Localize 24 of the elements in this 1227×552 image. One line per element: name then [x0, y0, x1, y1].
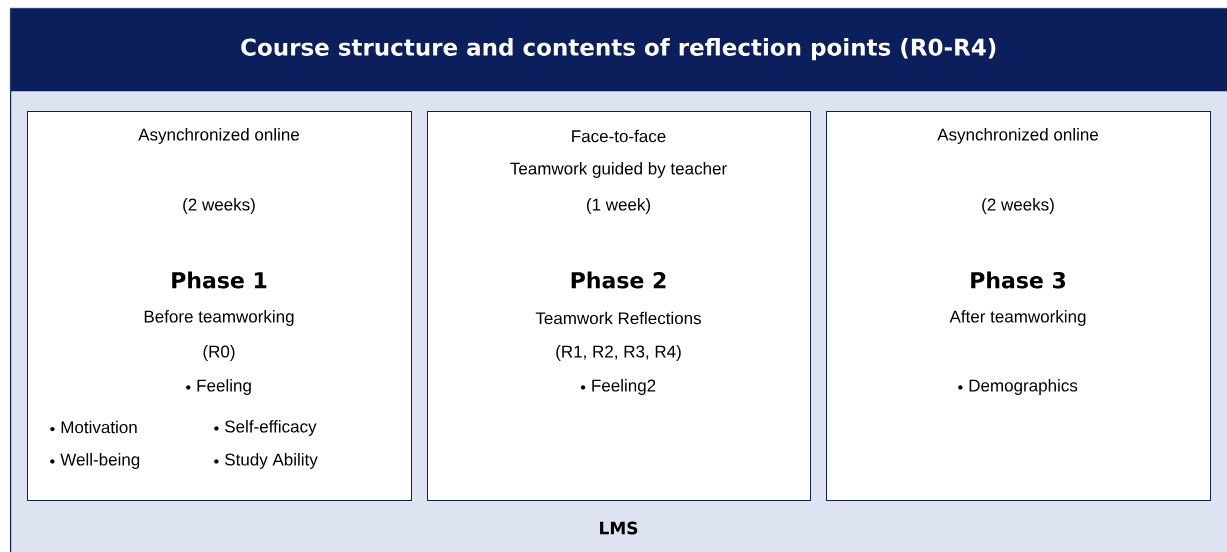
- box-text: (2 weeks): [183, 198, 255, 214]
- bullet-item: Study Ability: [214, 453, 318, 469]
- box-text: Face-to-face: [572, 129, 666, 143]
- box-text: (2 weeks): [982, 198, 1054, 214]
- box-text: Asynchronized online: [138, 128, 299, 144]
- bullet-item: Well-being: [50, 453, 140, 469]
- bullet-item: Demographics: [958, 379, 1078, 395]
- bullet-item: Motivation: [50, 420, 137, 434]
- box-text: Asynchronized online: [937, 128, 1098, 144]
- platform-label: LMS: [600, 521, 638, 535]
- box-text: Teamwork guided by teacher: [510, 162, 727, 178]
- title-banner: Course structure and contents of reflection points (R0-R4): [10, 8, 1227, 91]
- phase-heading: Phase 1: [172, 271, 267, 289]
- phase-heading: Phase 2: [571, 271, 666, 289]
- box-text: (R1, R2, R3, R4): [556, 345, 681, 361]
- box-text: Before teamworking: [144, 310, 294, 326]
- box-text: (1 week): [586, 198, 650, 214]
- phase-heading: Phase 3: [971, 271, 1066, 289]
- box-text: (R0): [203, 345, 235, 361]
- box-text: Teamwork Reflections: [535, 311, 701, 325]
- box-text: After teamworking: [949, 310, 1086, 326]
- bullet-item: Feeling2: [580, 379, 656, 395]
- bullet-item: Feeling: [186, 379, 251, 395]
- bullet-item: Self-efficacy: [214, 420, 317, 436]
